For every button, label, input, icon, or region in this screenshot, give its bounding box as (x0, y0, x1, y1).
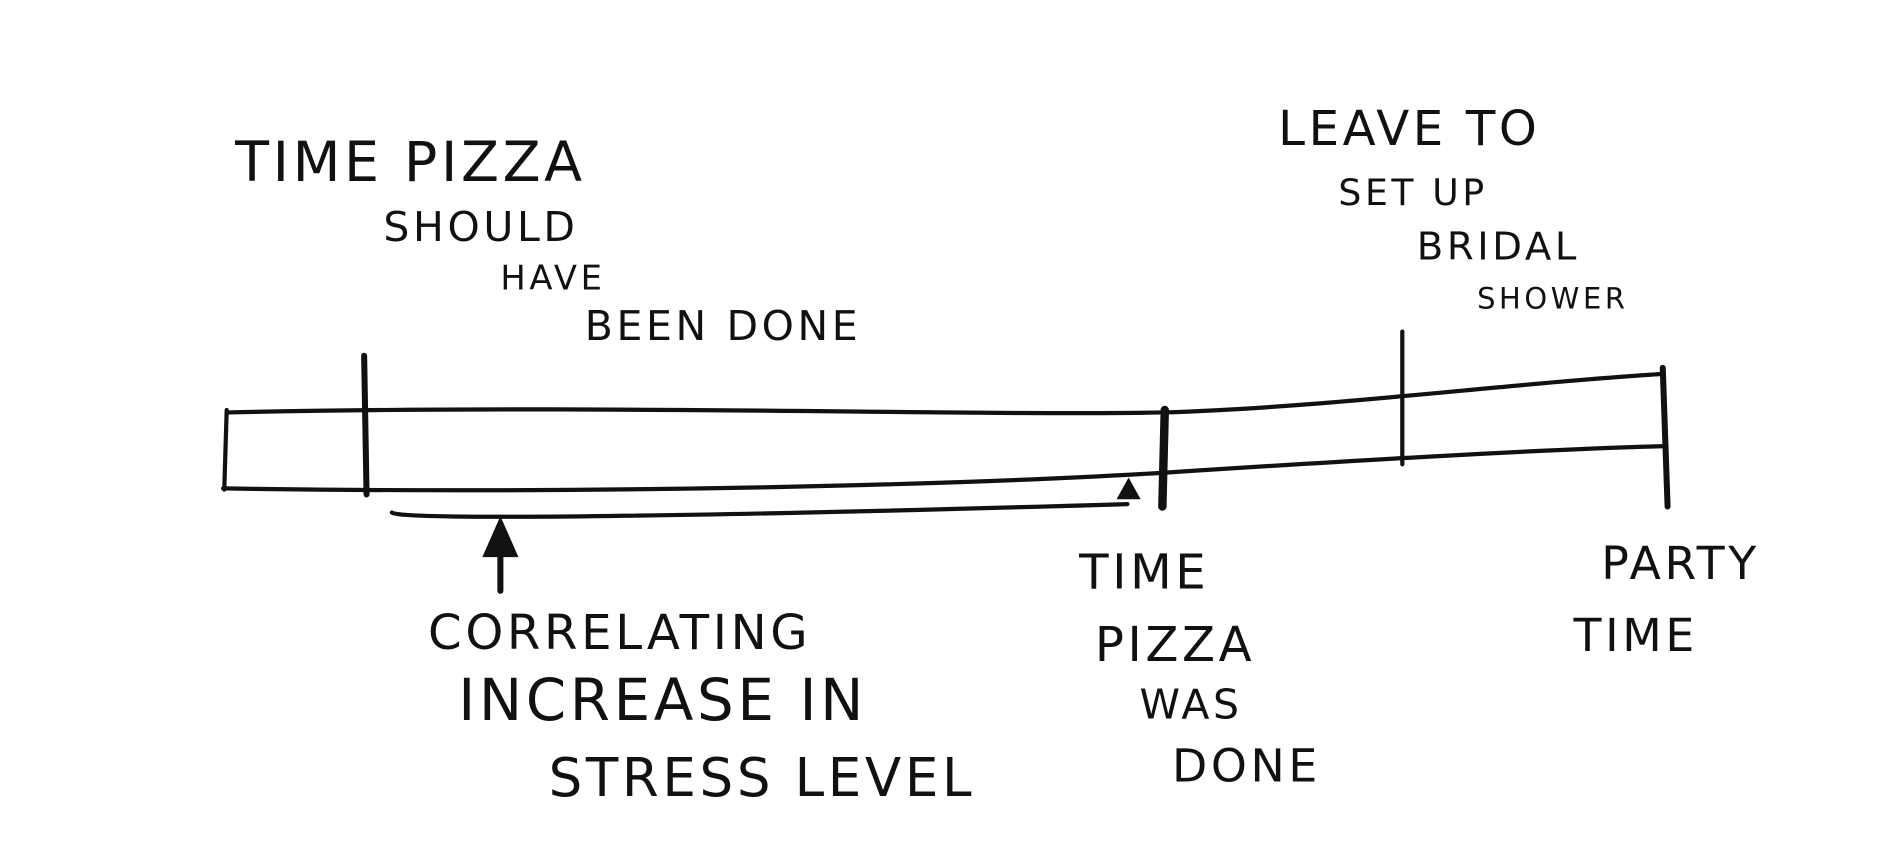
label-stress: CORRELATING INCREASE IN STRESS LEVEL (428, 605, 976, 809)
label-line: STRESS LEVEL (549, 747, 976, 809)
tick-should-done (361, 352, 370, 498)
bar-left-end (222, 407, 229, 492)
label-line: LEAVE TO (1278, 101, 1540, 157)
label-was-done: TIME PIZZA WAS DONE (1078, 544, 1321, 792)
bar-top-line (226, 371, 1667, 416)
label-line: TIME (1573, 608, 1698, 662)
timeline-bar (220, 329, 1671, 511)
bar-bottom-line (220, 444, 1664, 493)
label-line: TIME PIZZA (234, 131, 586, 195)
arrow-up-icon (482, 516, 519, 594)
label-line: PARTY (1601, 536, 1760, 590)
label-line: INCREASE IN (458, 666, 867, 734)
arrow-head-icon (1116, 477, 1141, 500)
label-line: HAVE (500, 258, 605, 297)
label-line: TIME (1078, 544, 1209, 600)
tick-was-done (1158, 405, 1169, 511)
label-should-done: TIME PIZZA SHOULD HAVE BEEN DONE (234, 131, 862, 350)
label-line: WAS (1139, 681, 1242, 729)
label-line: SHOWER (1477, 282, 1629, 316)
label-leave: LEAVE TO SET UP BRIDAL SHOWER (1278, 101, 1629, 316)
stress-bracket (389, 501, 1130, 519)
tick-party (1659, 364, 1671, 510)
label-line: CORRELATING (428, 605, 811, 661)
label-line: PIZZA (1095, 617, 1255, 673)
label-line: SET UP (1338, 171, 1487, 214)
label-line: BRIDAL (1417, 224, 1580, 269)
label-line: BEEN DONE (585, 302, 862, 350)
label-line: SHOULD (383, 203, 578, 251)
label-line: DONE (1172, 738, 1321, 792)
label-party: PARTY TIME (1573, 536, 1760, 662)
